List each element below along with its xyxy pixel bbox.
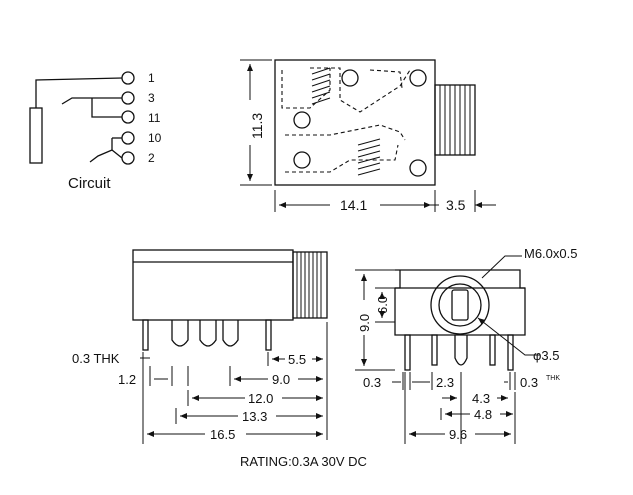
front-hole-label: φ3.5 xyxy=(533,348,560,363)
front-height-9-0: 9.0 xyxy=(357,314,372,332)
side-pin-2 xyxy=(171,320,189,347)
side-view: 0.3 THK 5.5 1.2 9.0 12.0 13.3 16.5 xyxy=(72,249,328,444)
top-hole-b xyxy=(409,69,427,87)
pin-label-2: 2 xyxy=(148,151,155,165)
front-dim-2-3: 2.3 xyxy=(436,375,454,390)
front-thk-small: THK xyxy=(546,375,560,382)
front-pin-3 xyxy=(454,335,468,366)
circuit-title: Circuit xyxy=(68,175,111,192)
rating-label: RATING:0.3A 30V DC xyxy=(240,454,367,469)
front-dim-0-3-left: 0.3 xyxy=(363,375,381,390)
pin-label-10: 10 xyxy=(148,131,162,145)
front-body xyxy=(394,269,526,336)
pin-circle-2 xyxy=(121,151,135,165)
pin-circle-3 xyxy=(121,91,135,105)
top-thread-dim: 3.5 xyxy=(446,197,466,213)
side-dim-12-0: 12.0 xyxy=(248,391,273,406)
front-pin-2 xyxy=(431,334,438,366)
top-hole-d xyxy=(293,151,311,169)
side-thread xyxy=(292,251,328,319)
side-body xyxy=(132,249,294,321)
top-body xyxy=(274,59,436,186)
top-hole-a xyxy=(341,69,359,87)
pin-circle-10 xyxy=(121,131,135,145)
pin-circle-11 xyxy=(121,110,135,124)
side-dim-9-0: 9.0 xyxy=(272,372,290,387)
pin-label-3: 3 xyxy=(148,91,155,105)
side-pin-3 xyxy=(199,320,217,347)
pin-label-11: 11 xyxy=(148,111,161,125)
top-hole-e xyxy=(409,159,427,177)
front-dim-0-3-right: 0.3 xyxy=(520,375,538,390)
front-dim-4-8: 4.8 xyxy=(474,407,492,422)
top-width-dim: 14.1 xyxy=(340,197,367,213)
sleeve-contact xyxy=(29,107,43,164)
side-thk-label: 0.3 THK xyxy=(72,351,120,366)
side-pin-1 xyxy=(142,319,149,351)
front-view: M6.0x0.5 φ3.5 9.0 6.0 0.3 2.3 0.3 THK 4.… xyxy=(355,246,577,444)
front-height-6-0: 6.0 xyxy=(375,296,390,314)
front-thread-outer xyxy=(430,275,490,335)
front-thread-label: M6.0x0.5 xyxy=(524,246,577,261)
top-height-dim: 11.3 xyxy=(249,113,265,139)
pin-label-1: 1 xyxy=(148,71,155,85)
front-pin-5 xyxy=(507,334,514,371)
side-dim-5-5: 5.5 xyxy=(288,352,306,367)
side-pin-5 xyxy=(265,319,272,351)
side-pin-4 xyxy=(222,320,239,347)
front-plug-hole xyxy=(451,289,469,321)
top-view: 11.3 14.1 3.5 xyxy=(240,59,496,213)
circuit-schematic: 1 3 11 10 2 Circuit xyxy=(29,71,162,192)
top-hole-c xyxy=(293,111,311,129)
side-dim-1-2: 1.2 xyxy=(118,372,136,387)
pin-circle-1 xyxy=(121,71,135,85)
side-dim-13-3: 13.3 xyxy=(242,409,267,424)
front-pin-1 xyxy=(404,334,411,371)
front-dim-4-3: 4.3 xyxy=(472,391,490,406)
front-pin-4 xyxy=(489,334,496,366)
front-dim-9-6: 9.6 xyxy=(449,427,467,442)
side-dim-16-5: 16.5 xyxy=(210,427,235,442)
front-thread-inner xyxy=(438,283,482,327)
